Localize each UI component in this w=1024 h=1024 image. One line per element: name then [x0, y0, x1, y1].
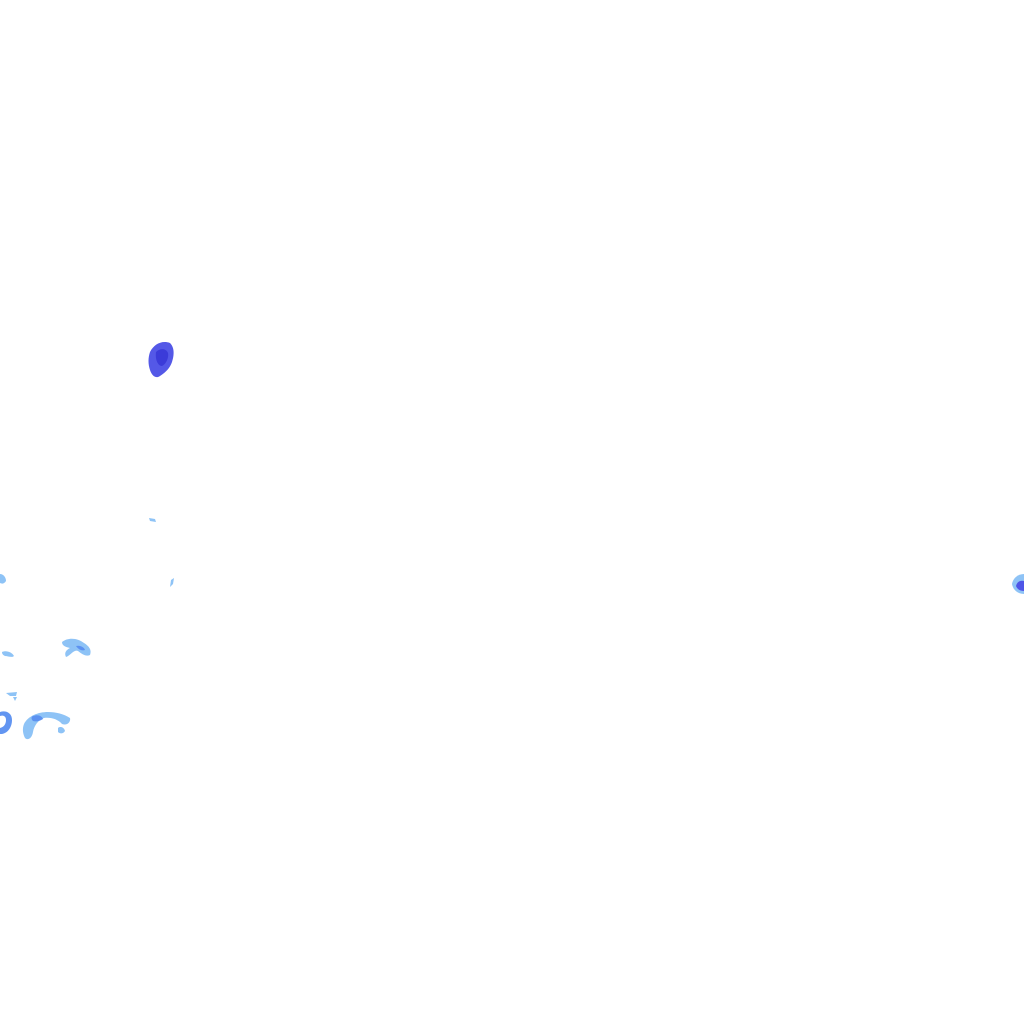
precip-cell-arc-center	[62, 638, 91, 657]
precip-cell-southwest-ring	[0, 711, 12, 734]
precip-fleck-1	[149, 518, 156, 522]
precip-cell-northwest	[148, 342, 174, 378]
precip-cell-east-edge	[1012, 574, 1024, 594]
precip-fleck-west-2	[6, 692, 17, 701]
precip-fleck-west-1	[2, 651, 14, 657]
precip-cell-southwest-band	[22, 712, 71, 740]
precip-cell-west-edge	[0, 574, 6, 584]
precip-fleck-2	[170, 578, 174, 587]
